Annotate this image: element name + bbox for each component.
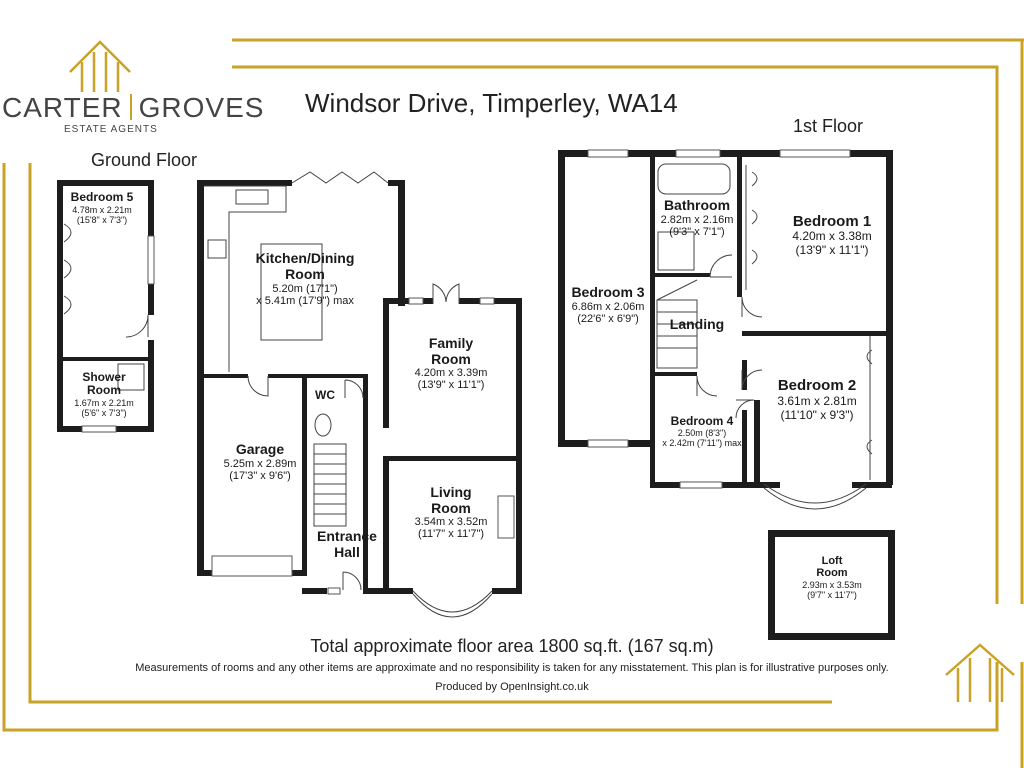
bedroom5-name: Bedroom 5 (71, 190, 134, 204)
ground-floor-walls (197, 171, 522, 618)
loft-dim1: 2.93m x 3.53m (802, 580, 862, 590)
living-name1: Living (430, 484, 471, 500)
wc-name: WC (315, 388, 335, 402)
first-floor-heading: 1st Floor (793, 116, 864, 136)
bathroom-dim2: (9'3" x 7'1") (669, 226, 724, 238)
living-name2: Room (431, 500, 471, 516)
corner-logo-icon (945, 643, 1015, 702)
loft-dim2: (9'7" x 11'7") (807, 590, 857, 600)
family-dim2: (13'9" x 11'1") (418, 379, 485, 391)
living-dim1: 3.54m x 3.52m (415, 516, 488, 528)
bathroom-name: Bathroom (664, 197, 730, 213)
garage-dim1: 5.25m x 2.89m (224, 458, 297, 470)
shower-name2: Room (87, 383, 121, 397)
kitchen-dim1: 5.20m (17'1") (272, 283, 337, 295)
bedroom5-walls (57, 180, 155, 433)
garage-name: Garage (236, 441, 284, 457)
brand-name-left: CARTER (2, 92, 123, 123)
kitchen-name1: Kitchen/Dining (256, 250, 355, 266)
garage-dim2: (17'3" x 9'6") (229, 470, 291, 482)
first-floor-walls (558, 149, 893, 510)
bedroom3-dim2: (22'6" x 6'9") (577, 313, 639, 325)
kitchen-name2: Room (285, 266, 325, 282)
loft-walls (768, 530, 895, 640)
bedroom1-dim1: 4.20m x 3.38m (792, 229, 871, 243)
bedroom1-name: Bedroom 1 (793, 213, 871, 230)
loft-name1: Loft (822, 555, 843, 567)
bedroom1-dim2: (13'9" x 11'1") (796, 243, 869, 257)
disclaimer: Measurements of rooms and any other item… (135, 662, 889, 674)
brand-name-right: GROVES (138, 92, 265, 123)
family-dim1: 4.20m x 3.39m (415, 367, 488, 379)
ground-floor-heading: Ground Floor (91, 150, 198, 170)
bedroom3-dim1: 6.86m x 2.06m (572, 301, 645, 313)
hall-name2: Hall (334, 544, 360, 560)
hall-name1: Entrance (317, 528, 377, 544)
family-name1: Family (429, 335, 474, 351)
gold-frame (2, 38, 1024, 768)
brand-tagline: ESTATE AGENTS (64, 124, 158, 135)
bedroom5-dim2: (15'8" x 7'3") (77, 215, 127, 225)
bedroom2-dim1: 3.61m x 2.81m (777, 394, 856, 408)
bedroom2-name: Bedroom 2 (778, 377, 856, 394)
room-labels: Bedroom 5 4.78m x 2.21m (15'8" x 7'3") S… (71, 190, 872, 600)
bedroom4-dim1: 2.50m (8'3") (678, 428, 726, 438)
total-area: Total approximate floor area 1800 sq.ft.… (310, 636, 714, 656)
shower-name1: Shower (82, 370, 126, 384)
page-title: Windsor Drive, Timperley, WA14 (305, 88, 678, 118)
brand-divider (129, 94, 132, 120)
bedroom4-name: Bedroom 4 (671, 414, 734, 428)
bedroom2-dim2: (11'10" x 9'3") (781, 408, 854, 422)
bathroom-dim1: 2.82m x 2.16m (661, 214, 734, 226)
brand-name: CARTER GROVES (2, 92, 264, 124)
living-dim2: (11'7" x 11'7") (418, 528, 484, 540)
shower-dim2: (5'6" x 7'3") (81, 408, 126, 418)
shower-dim1: 1.67m x 2.21m (74, 398, 134, 408)
produced-by: Produced by OpenInsight.co.uk (435, 681, 589, 693)
bedroom5-dim1: 4.78m x 2.21m (72, 205, 132, 215)
bedroom3-name: Bedroom 3 (571, 284, 644, 300)
loft-name2: Room (816, 567, 847, 579)
landing-name: Landing (670, 316, 724, 332)
family-name2: Room (431, 351, 471, 367)
kitchen-dim2: x 5.41m (17'9") max (256, 295, 354, 307)
logo-icon (69, 40, 131, 92)
bedroom4-dim2: x 2.42m (7'11") max (662, 438, 742, 448)
